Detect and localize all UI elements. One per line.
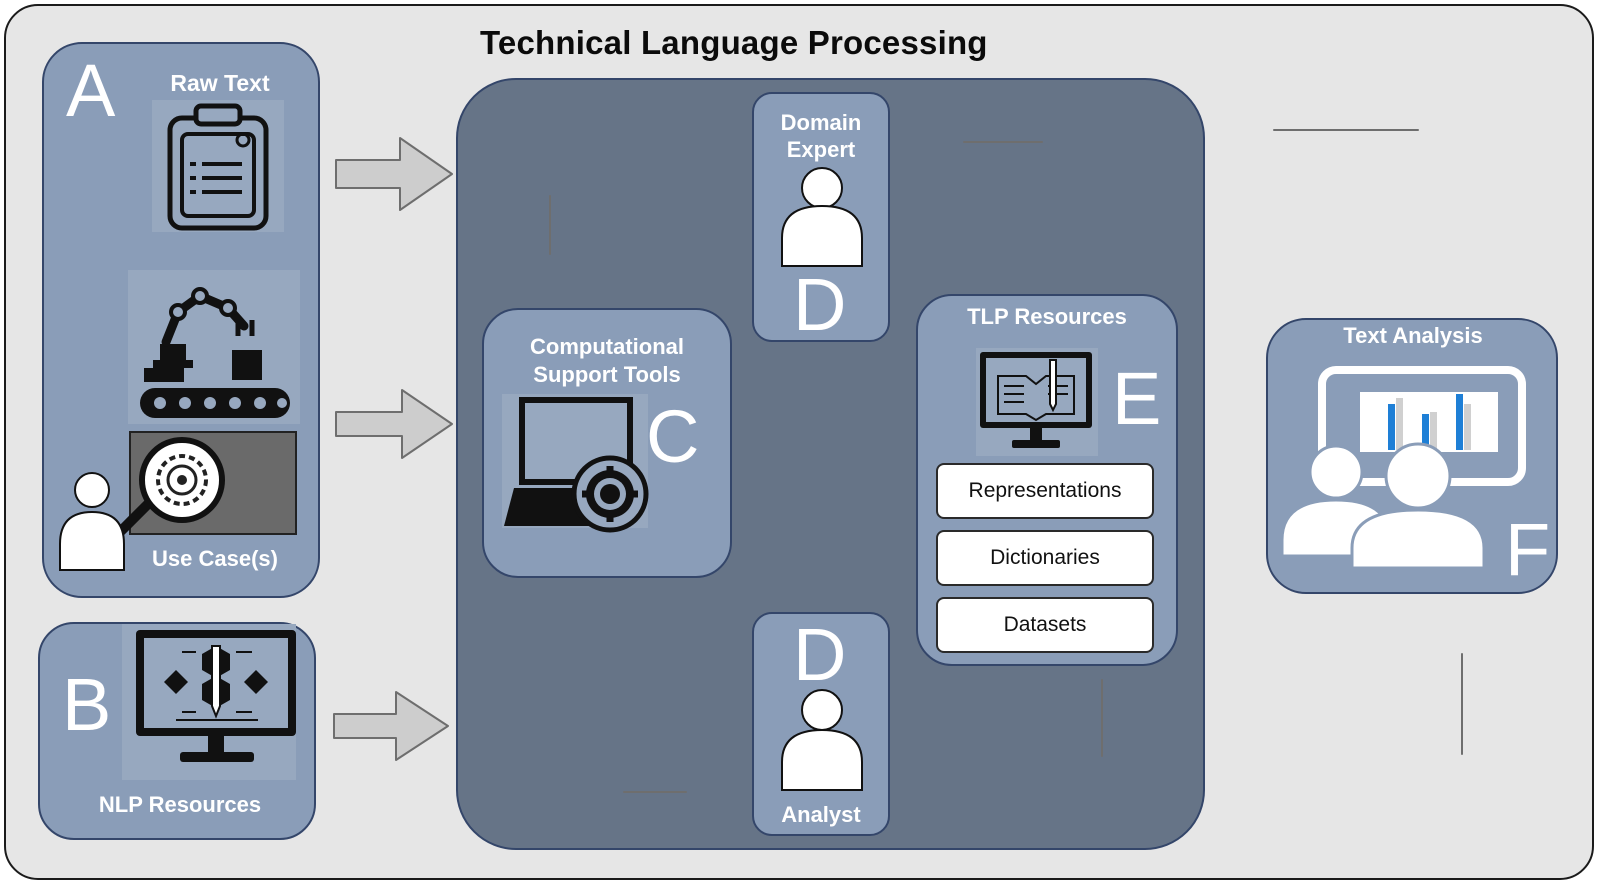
diagram-title: Technical Language Processing [480,24,988,61]
use-cases-label: Use Case(s) [152,546,278,571]
analyst-letter: D [793,613,847,696]
conveyor-icon [140,388,290,418]
monitor-flowchart-icon [122,624,296,780]
computational-label-line1: Computational [530,334,684,359]
clipboard-icon [152,100,284,232]
laptop-gear-icon [502,394,649,533]
analyst-label: Analyst [781,802,861,827]
gear-magnifier-icon [115,431,297,537]
analyst-icon [781,689,863,791]
raw-text-label: Raw Text [170,70,270,96]
representations-box: Representations [936,463,1154,519]
presentation-audience-icon [1280,366,1526,570]
computational-label-line2: Support Tools [533,362,681,387]
arrow-b-to-core [333,691,449,761]
tlp-resources-label: TLP Resources [967,304,1127,329]
domain-expert-icon [781,167,863,267]
nlp-resources-label: NLP Resources [98,792,262,817]
arrows [333,129,1463,793]
arrow-a-to-core-mid [335,389,453,459]
panel-a-letter: A [66,49,116,132]
arrow-a-to-core-top [335,137,453,211]
panel-c-letter: C [646,395,700,478]
panel-e-letter: E [1112,357,1162,440]
person-icon [59,472,125,571]
text-analysis-label: Text Analysis [1343,323,1483,348]
domain-expert-label-line1: Domain [780,110,862,135]
panel-b-letter: B [62,663,112,746]
dictionaries-box: Dictionaries [936,530,1154,586]
domain-expert-letter: D [793,263,847,346]
datasets-box: Datasets [936,597,1154,653]
panel-f-letter: F [1505,508,1551,591]
monitor-book-icon [976,348,1098,456]
domain-expert-label-line2: Expert [786,137,856,162]
